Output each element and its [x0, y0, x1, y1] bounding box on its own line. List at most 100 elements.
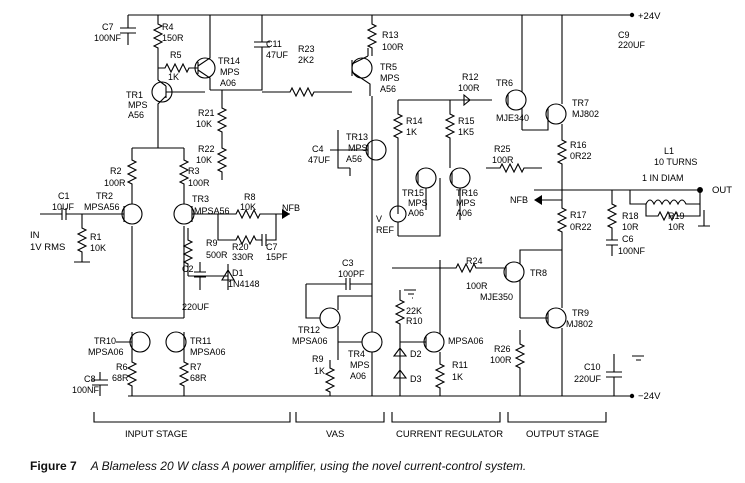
label-c4: C4	[312, 144, 324, 154]
rail-positive: +24V	[638, 11, 661, 22]
label-r22: R22	[198, 144, 215, 154]
label-c7v: 100NF	[94, 33, 122, 43]
label-r25v: 100R	[492, 155, 514, 165]
label-r2v: 100R	[104, 178, 126, 188]
label-tr11: TR11	[190, 336, 211, 346]
label-r7: R7	[190, 362, 202, 372]
label-r21v: 10K	[196, 119, 212, 129]
label-tr10t: MPSA06	[88, 347, 124, 357]
label-r3v: 100R	[188, 178, 210, 188]
label-c2: C2	[182, 264, 194, 274]
label-c7bv: 15PF	[266, 252, 288, 262]
label-r26: R26	[494, 344, 511, 354]
label-c3v: 100PF	[338, 269, 365, 279]
label-tr4t: MPS	[350, 360, 370, 370]
label-l1: L1	[664, 146, 674, 156]
label-r24v: 100R	[466, 281, 488, 291]
label-r6v: 68R	[112, 373, 129, 383]
label-r17v: 0R22	[570, 222, 592, 232]
label-r22v: 10K	[196, 155, 212, 165]
label-tr3t: MPSA56	[194, 206, 230, 216]
label-tr6: TR6	[496, 78, 513, 88]
label-tr1t: MPS	[128, 100, 148, 110]
label-tr14: TR14	[218, 56, 240, 66]
label-r14: R14	[406, 116, 423, 126]
label-c8v: 100NF	[72, 385, 100, 395]
label-tr10: TR10	[94, 336, 116, 346]
label-r15: R15	[458, 116, 475, 126]
label-r13v: 100R	[382, 42, 404, 52]
label-tr11t: MPSA06	[190, 347, 226, 357]
label-r4v: 150R	[162, 33, 184, 43]
label-tr1t2: A56	[128, 110, 144, 120]
label-r8v: 10K	[240, 202, 256, 212]
label-r15v: 1K5	[458, 127, 474, 137]
stage-input: INPUT STAGE	[125, 429, 187, 440]
label-r18v: 10R	[622, 222, 639, 232]
label-r10v: 22K	[406, 306, 422, 316]
label-tr14t: MPS	[220, 67, 240, 77]
label-tr12t: MPSA06	[292, 336, 328, 346]
label-r11: R11	[452, 360, 468, 370]
label-r6: R6	[116, 362, 128, 372]
label-r3: R3	[188, 166, 200, 176]
label-c1: C1	[58, 191, 70, 201]
label-d1: D1	[232, 268, 244, 278]
label-c8: C8	[84, 374, 96, 384]
label-tr5t2: A56	[380, 84, 396, 94]
label-tr8t: MJE350	[480, 292, 513, 302]
label-c10: C10	[584, 362, 601, 372]
label-vref2: REF	[376, 225, 395, 235]
label-r20: R20	[232, 242, 249, 252]
figure-number: Figure 7	[30, 459, 77, 473]
figure-caption: Figure 7 A Blameless 20 W class A power a…	[30, 459, 526, 473]
label-c11v: 47UF	[266, 50, 289, 60]
label-r5: R5	[170, 50, 182, 60]
label-r25: R25	[494, 144, 511, 154]
label-c7: C7	[102, 22, 114, 32]
label-c7b: C7	[266, 242, 278, 252]
label-c6v: 100NF	[618, 246, 646, 256]
label-tr7t: MJ802	[572, 109, 599, 119]
label-tr13t2: A56	[346, 154, 362, 164]
label-tr16t2: A06	[456, 208, 472, 218]
label-c9v: 220UF	[618, 40, 646, 50]
label-r4: R4	[162, 22, 174, 32]
label-tr9: TR9	[572, 308, 589, 318]
label-r1v: 10K	[90, 243, 106, 253]
label-r7v: 68R	[190, 373, 207, 383]
label-r21: R21	[198, 108, 215, 118]
label-out: OUT	[712, 185, 732, 196]
label-r8: R8	[244, 192, 256, 202]
label-r16v: 0R22	[570, 151, 592, 161]
label-tr15: TR15	[402, 188, 424, 198]
label-d1v: 1N4148	[228, 279, 260, 289]
label-r9b: R9	[312, 354, 324, 364]
label-tr2t: MPSA56	[84, 202, 120, 212]
label-l1b: 1 IN DIAM	[642, 173, 684, 183]
stage-output: OUTPUT STAGE	[526, 429, 599, 440]
label-r1: R1	[90, 232, 102, 242]
label-r11v: 1K	[452, 372, 463, 382]
label-r19: R19	[668, 211, 685, 221]
label-tr4: TR4	[348, 349, 365, 359]
figure-caption-text: A Blameless 20 W class A power amplifier…	[90, 459, 527, 473]
label-l1a: 10 TURNS	[654, 157, 697, 167]
label-tr8: TR8	[530, 268, 547, 278]
label-nfb: NFB	[282, 203, 300, 213]
label-tr15t: MPS	[408, 198, 428, 208]
label-tr9t: MJ802	[566, 319, 593, 329]
label-vref: V	[376, 214, 382, 224]
label-r12: R12	[462, 72, 479, 82]
label-r19v: 10R	[668, 222, 685, 232]
stage-brackets	[93, 412, 607, 423]
label-r10: R10	[406, 316, 423, 326]
schematic-diagram: +24V −24V	[30, 11, 732, 440]
label-tr14t2: A06	[220, 78, 236, 88]
stage-vas: VAS	[326, 429, 344, 440]
label-c6: C6	[622, 234, 634, 244]
label-tr6t: MJE340	[496, 113, 529, 123]
label-tr3: TR3	[192, 194, 209, 204]
label-c11: C11	[266, 39, 282, 49]
label-tr2: TR2	[96, 191, 113, 201]
